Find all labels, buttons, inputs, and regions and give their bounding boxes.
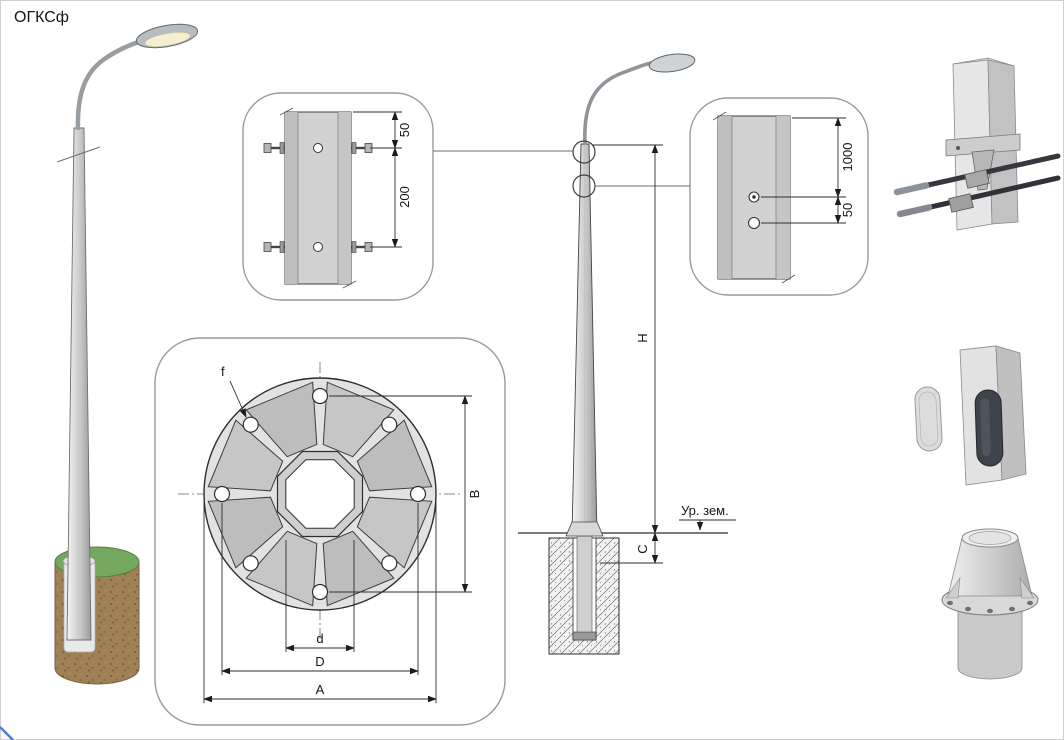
bolt-left-bottom bbox=[263, 241, 285, 253]
dim-label-C: C bbox=[635, 544, 650, 553]
f-leader bbox=[229, 380, 247, 418]
bolt-hole bbox=[313, 242, 323, 252]
embedded-pole bbox=[576, 535, 593, 633]
shoe-rib-left bbox=[945, 576, 961, 599]
lamp-glow bbox=[144, 32, 191, 47]
bolt-right-top bbox=[351, 142, 373, 154]
pole-inner-hole bbox=[285, 459, 355, 529]
shoe-skirt bbox=[957, 599, 1023, 680]
bolt-hole bbox=[313, 143, 323, 153]
shoe-top-opening bbox=[968, 531, 1012, 545]
dim-label-d: d bbox=[316, 631, 323, 646]
break-mark bbox=[56, 146, 101, 163]
dim-label-50: 50 bbox=[397, 123, 412, 137]
rod-clamp-2 bbox=[948, 193, 974, 213]
flange-bolt-holes bbox=[213, 387, 427, 601]
dim-label-D: D bbox=[315, 654, 324, 669]
grounding-detail-render bbox=[893, 57, 1061, 231]
bolt-left-top bbox=[263, 142, 285, 154]
ground-level-label: Ур. зем. bbox=[681, 503, 729, 518]
pole-elevation-view: H C Ур. зем. bbox=[433, 53, 736, 655]
door-cover bbox=[914, 386, 943, 452]
dim-label-A: A bbox=[316, 682, 325, 697]
clamp-band bbox=[945, 133, 1021, 157]
flange-gussets bbox=[207, 381, 433, 607]
dim-label-B: B bbox=[467, 490, 482, 499]
drawing-title: ОГКСф bbox=[14, 9, 69, 26]
shoe-flange-holes bbox=[947, 600, 1033, 614]
bolt-detail-callout: 50 200 bbox=[242, 92, 434, 301]
base-flare bbox=[565, 521, 604, 537]
shoe-rib-right bbox=[1019, 576, 1035, 599]
hole-detail-callout: 1000 50 bbox=[689, 97, 869, 296]
pole-arm-3d bbox=[75, 36, 151, 131]
pole-cross-section bbox=[276, 450, 364, 538]
fixing-hole bbox=[747, 216, 761, 230]
dim-label-1000: 1000 bbox=[840, 143, 855, 172]
base-shoe-render bbox=[941, 528, 1039, 680]
detail-marker-top bbox=[572, 140, 596, 164]
pole-3d-view bbox=[54, 23, 199, 685]
bolt-right-bottom bbox=[351, 241, 373, 253]
luminaire-3d bbox=[135, 23, 199, 49]
dim-label-50b: 50 bbox=[840, 203, 855, 217]
rod-clamp-1 bbox=[964, 169, 990, 189]
dim-label-f: f bbox=[221, 364, 225, 379]
door-detail-render bbox=[914, 345, 1027, 486]
dim-label-H: H bbox=[635, 333, 650, 342]
luminaire-elevation bbox=[648, 53, 696, 73]
dim-label-200: 200 bbox=[397, 186, 412, 208]
pole-shaft-3d bbox=[66, 127, 92, 641]
flange-plan-callout: f B d D A bbox=[154, 337, 506, 726]
corner-mark bbox=[0, 726, 14, 740]
